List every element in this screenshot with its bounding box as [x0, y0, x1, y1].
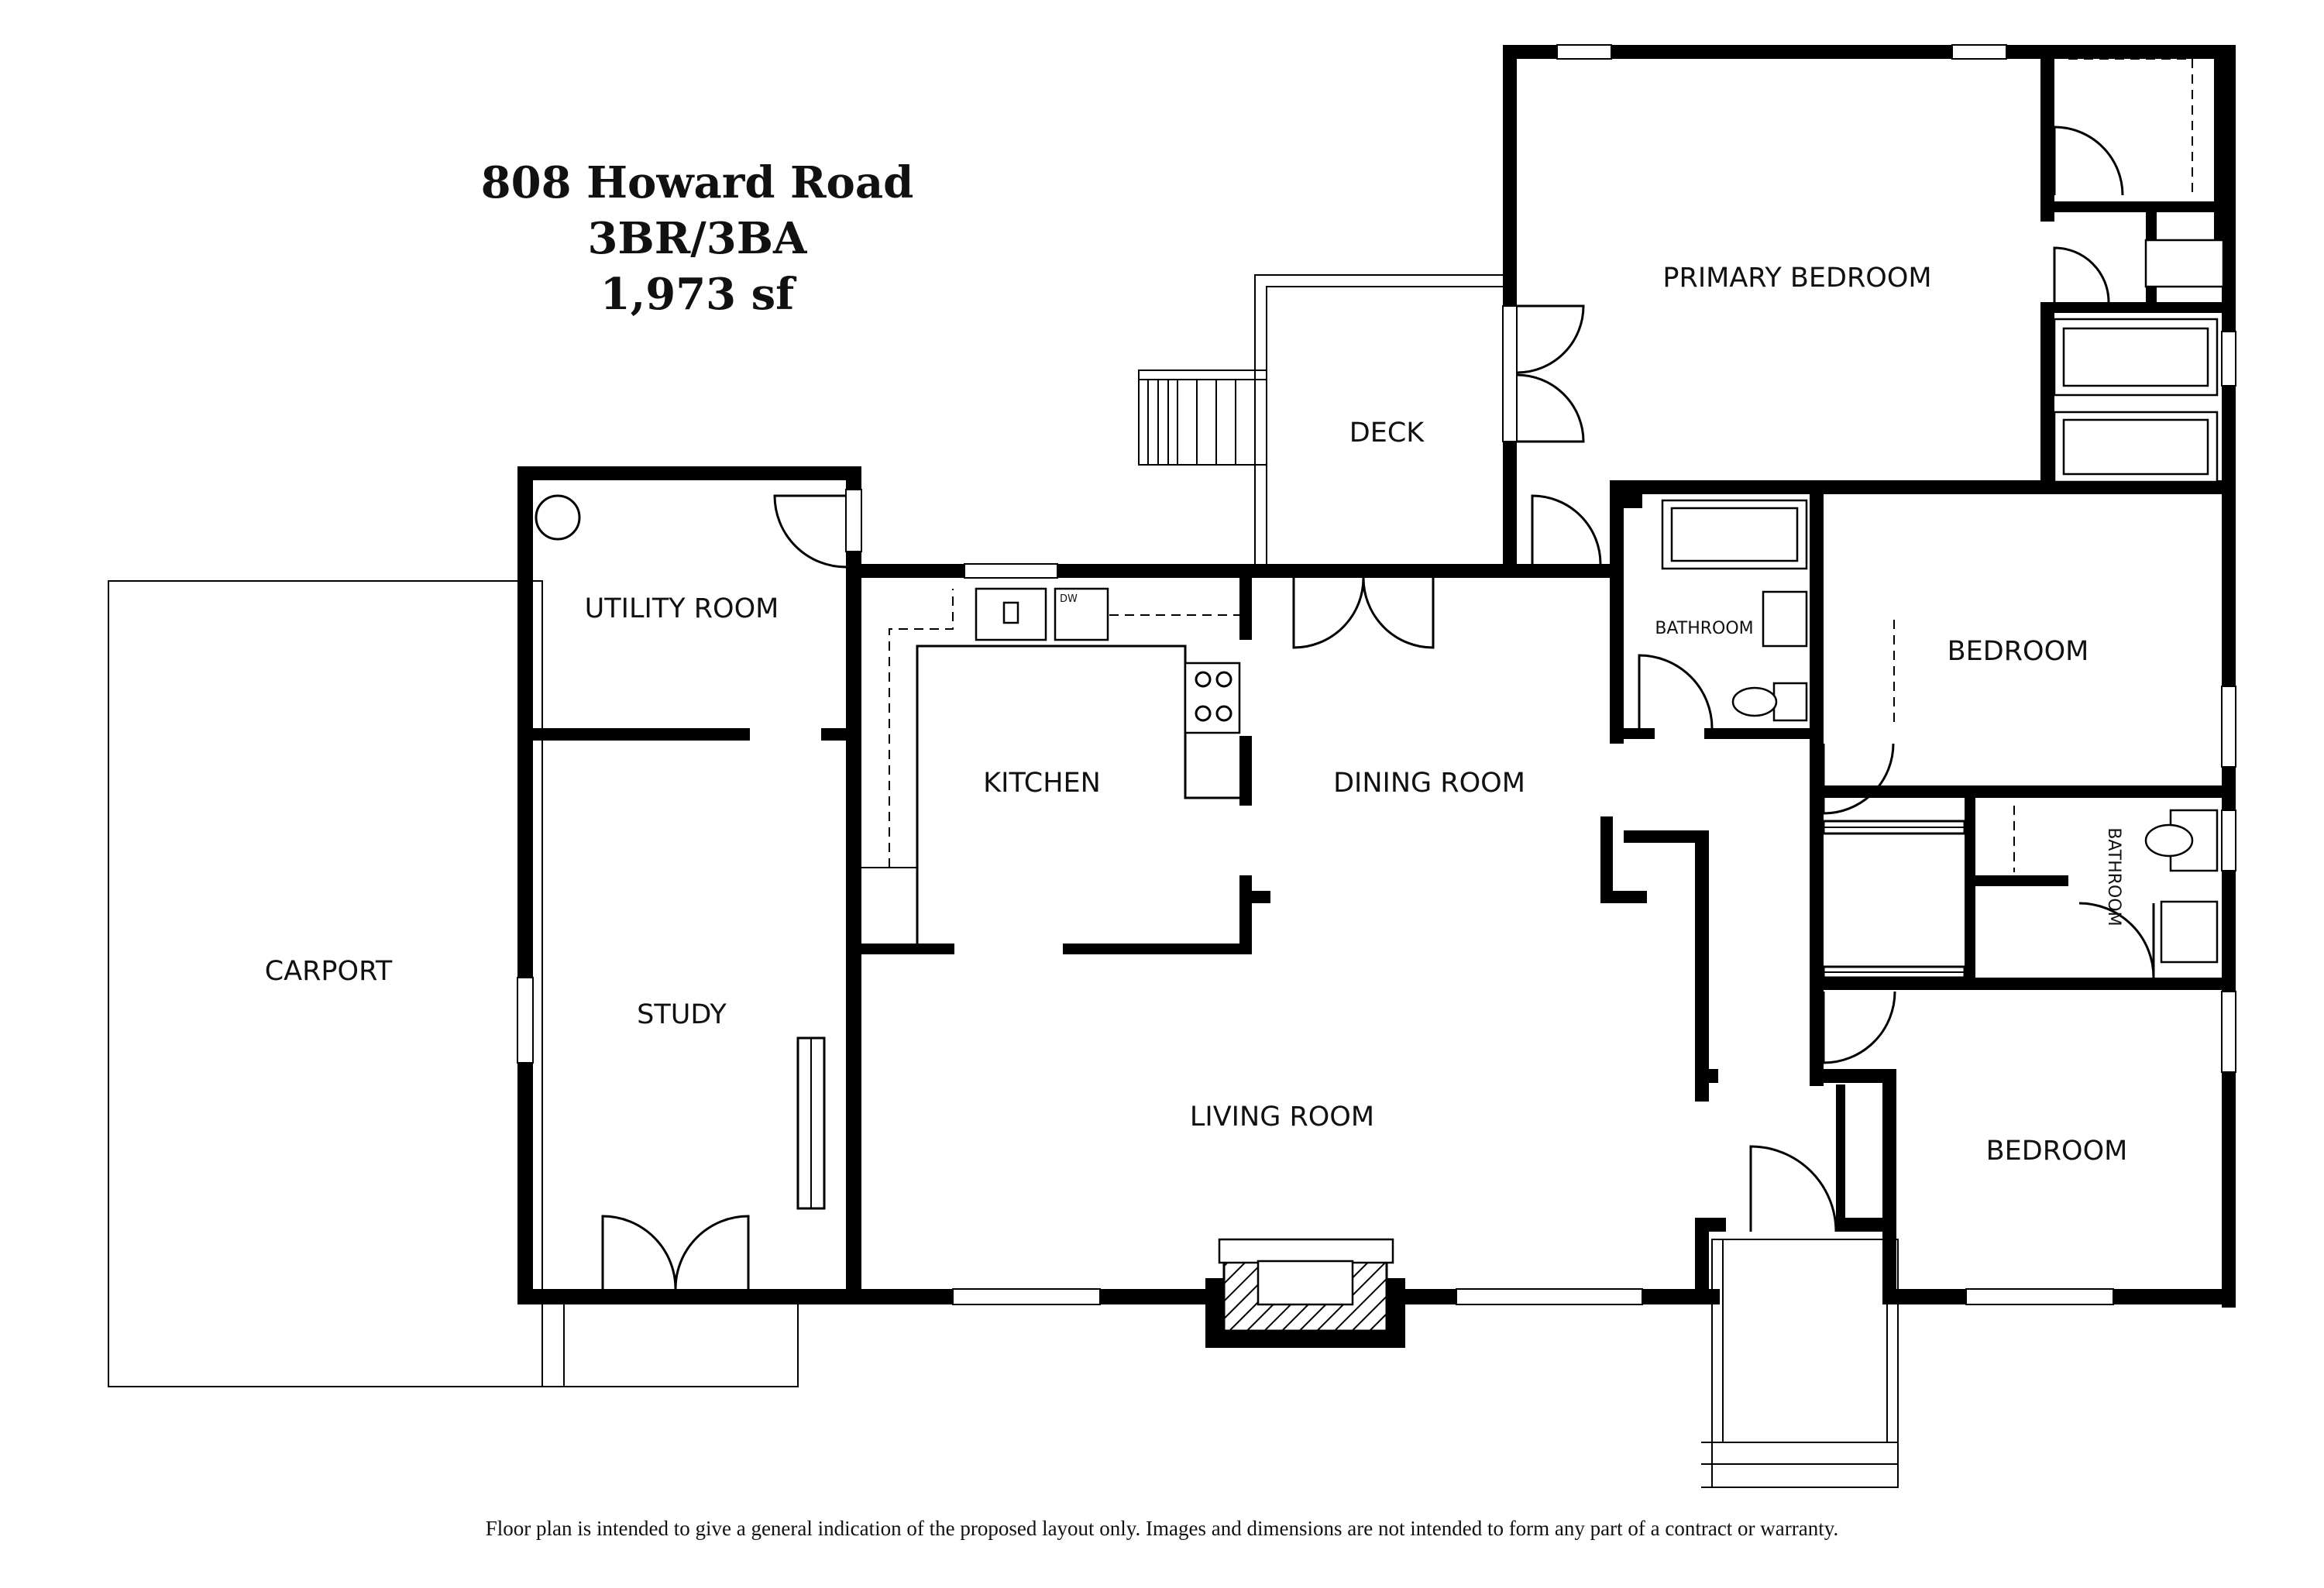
bath-fixtures	[1661, 239, 2225, 964]
room-label-bathroom-2: BATHROOM	[2104, 827, 2123, 926]
room-label-primary-bedroom: PRIMARY BEDROOM	[1662, 263, 1931, 294]
carport-outline	[108, 580, 543, 1387]
closets	[1822, 58, 2193, 979]
room-label-study: STUDY	[637, 999, 727, 1030]
kitchen-fixtures: DW	[861, 587, 1241, 944]
interior-walls	[517, 59, 2236, 1304]
square-footage: 1,973 sf	[600, 269, 795, 320]
room-label-kitchen: KITCHEN	[983, 768, 1101, 799]
fireplace	[1205, 1238, 1405, 1348]
room-label-bedroom-1: BEDROOM	[1948, 636, 2089, 667]
room-label-dining-room: DINING ROOM	[1333, 768, 1525, 799]
property-address: 808 Howard Road	[480, 157, 914, 208]
doors	[601, 125, 2155, 1290]
deck-outline	[1138, 274, 1503, 569]
room-label-utility-room: UTILITY ROOM	[585, 593, 779, 624]
room-label-bathroom-1: BATHROOM	[1655, 619, 1753, 638]
room-label-living-room: LIVING ROOM	[1190, 1102, 1374, 1133]
room-label-deck: DECK	[1349, 418, 1425, 449]
room-label-carport: CARPORT	[265, 956, 393, 987]
windows	[517, 44, 2236, 1305]
exterior-walls	[517, 45, 2236, 1308]
disclaimer-text: Floor plan is intended to give a general…	[485, 1517, 1839, 1540]
room-labels: PRIMARY BEDROOM DECK UTILITY ROOM KITCHE…	[265, 263, 2128, 1167]
dishwasher-label: DW	[1060, 593, 1078, 605]
beds-baths: 3BR/3BA	[587, 213, 807, 264]
study-stoop	[541, 1303, 799, 1387]
front-stoop	[1701, 1239, 1899, 1488]
room-label-bedroom-2: BEDROOM	[1986, 1136, 2128, 1167]
water-heater	[535, 494, 581, 541]
